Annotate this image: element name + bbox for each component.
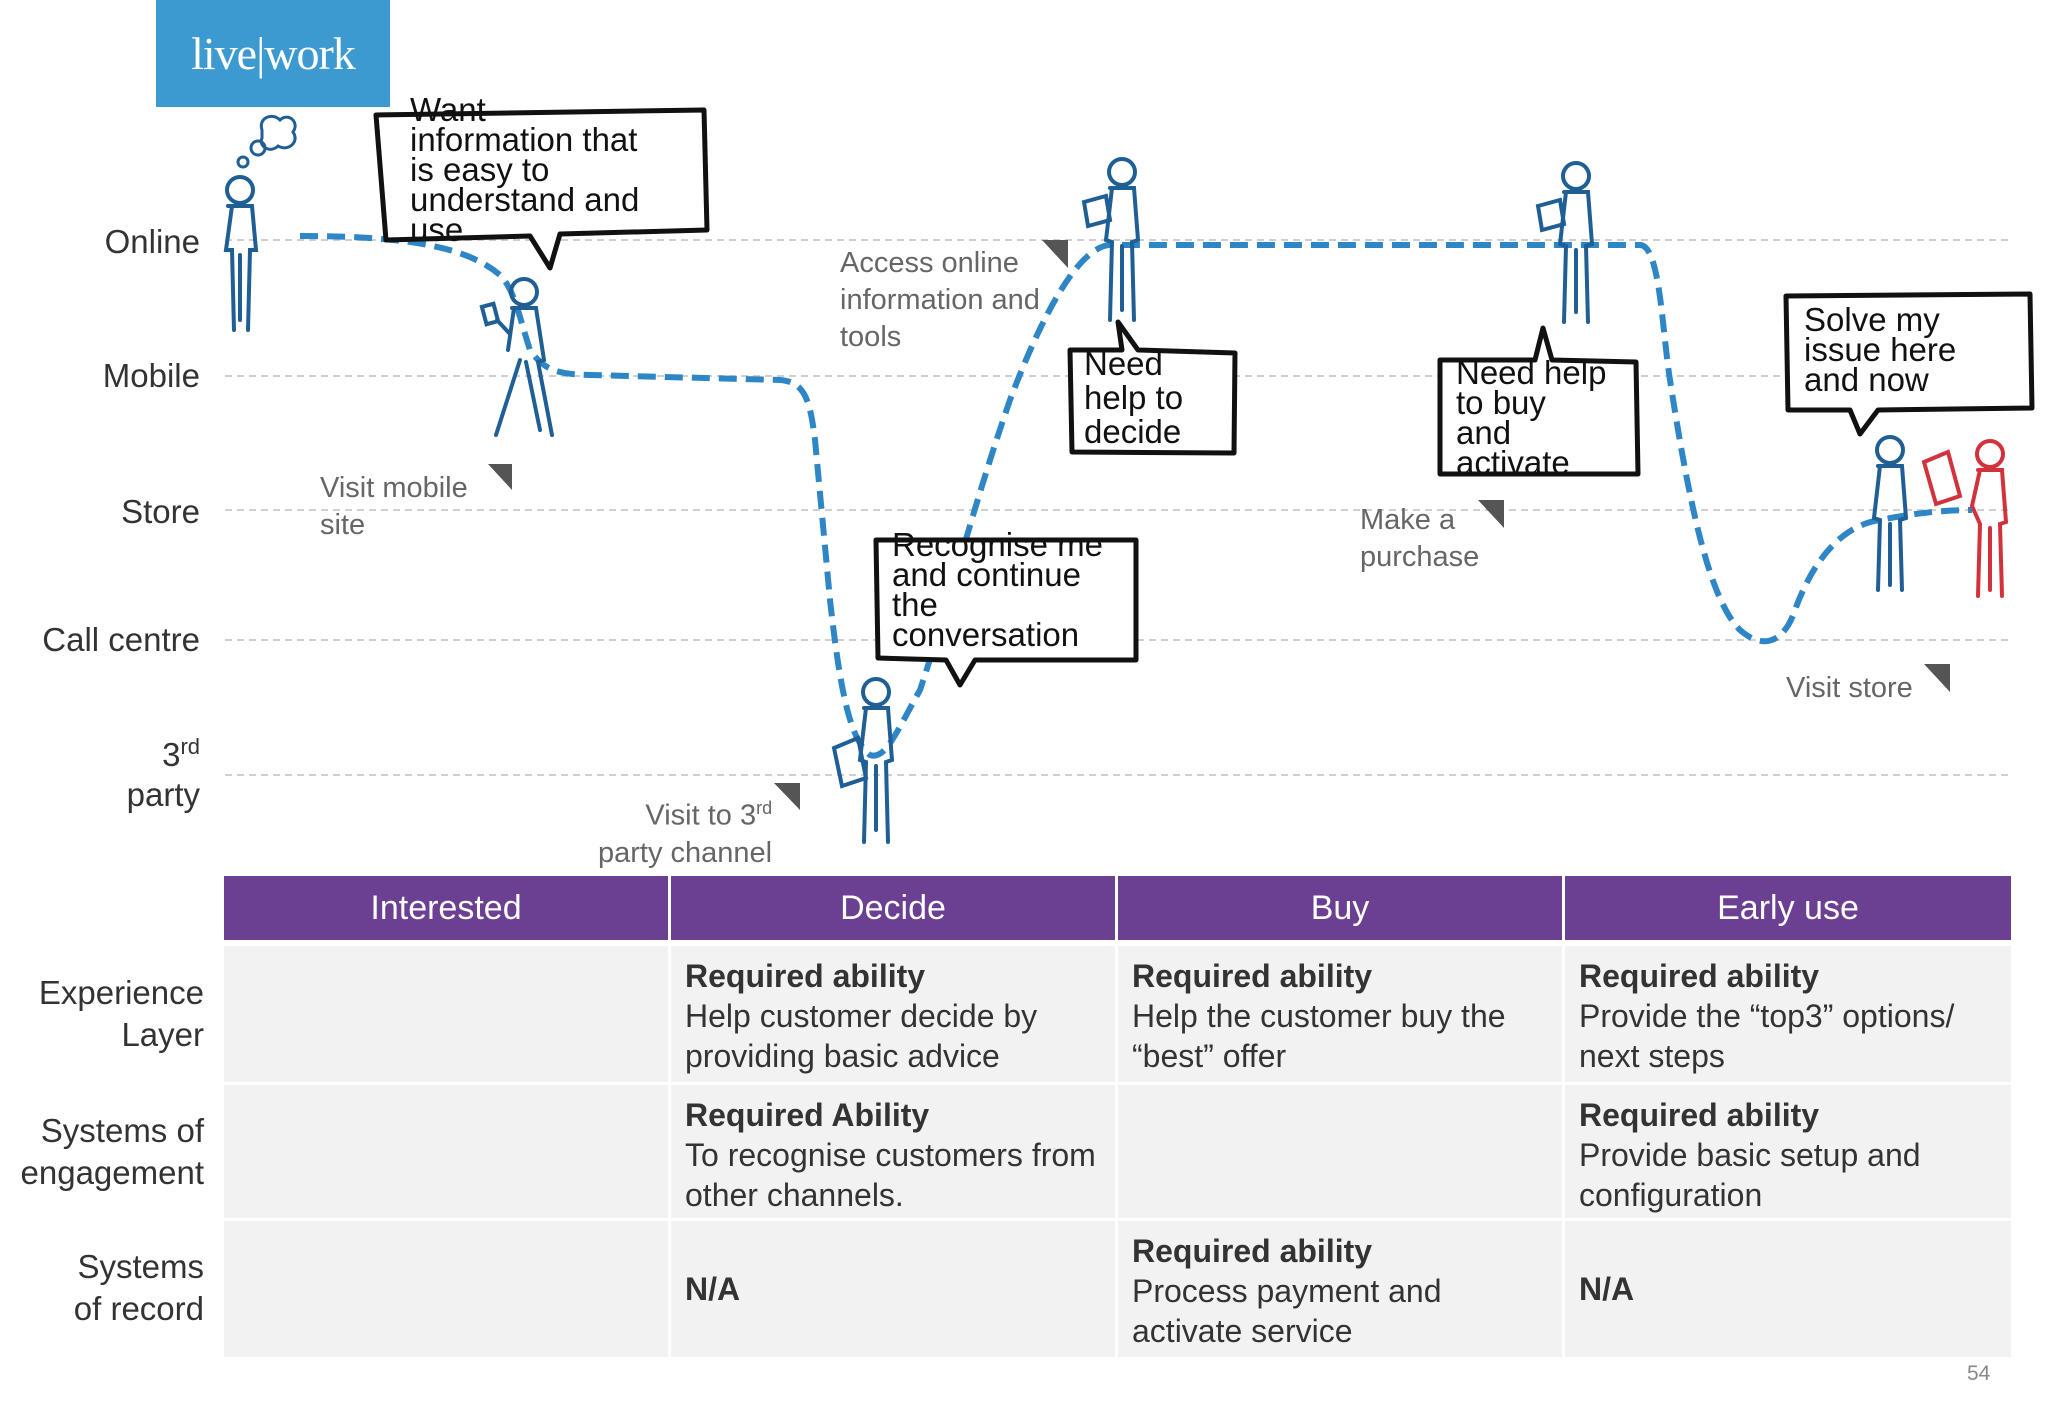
journey-path xyxy=(299,233,1973,759)
marker-visit-store xyxy=(1924,664,1950,692)
bubble-need-buy-shape xyxy=(1437,325,1641,477)
journey-diagram xyxy=(223,107,2035,844)
cell-heading: Required ability xyxy=(1132,958,1373,994)
cell-heading: Required ability xyxy=(685,958,926,994)
person-icon-online-thinking xyxy=(223,175,259,332)
note-visit-store: Visit store xyxy=(1786,672,1913,704)
cell-engagement-early-use: Required ability Provide basic setup and… xyxy=(1565,1085,2011,1218)
bubble-want-info-shape xyxy=(373,107,710,271)
marker-visit-mobile xyxy=(488,464,512,490)
cell-heading: Required ability xyxy=(1579,958,1820,994)
cell-experience-buy: Required ability Help the customer buy t… xyxy=(1118,946,1562,1082)
lane-label-online: Online xyxy=(104,223,200,260)
person-icon-mobile-walking xyxy=(479,277,554,437)
marker-visit-3rd xyxy=(774,783,800,810)
cell-heading: Required ability xyxy=(1132,1233,1373,1269)
cell-engagement-interested xyxy=(224,1085,668,1218)
note-corner-markers xyxy=(488,240,1950,810)
person-icon-third-party xyxy=(831,677,895,844)
bubble-need-decide-shape xyxy=(1067,319,1238,456)
cell-engagement-decide: Required Ability To recognise customers … xyxy=(671,1085,1115,1218)
person-icon-store-assistant xyxy=(1921,439,2009,598)
marker-access-online xyxy=(1042,240,1068,268)
person-icon-store-customer xyxy=(1871,435,1909,592)
cell-body: Help customer decide by providing basic … xyxy=(685,998,1038,1074)
cell-record-buy: Required ability Process payment and act… xyxy=(1118,1221,1562,1357)
cell-record-early-use: N/A xyxy=(1565,1221,2011,1357)
cell-engagement-buy xyxy=(1118,1085,1562,1218)
cell-experience-early-use: Required ability Provide the “top3” opti… xyxy=(1565,946,2011,1082)
lane-label-call-centre: Call centre xyxy=(42,621,200,658)
cell-experience-decide: Required ability Help customer decide by… xyxy=(671,946,1115,1082)
cell-experience-interested xyxy=(224,946,668,1082)
person-icon-online-laptop-decide xyxy=(1081,157,1141,322)
page-number: 54 xyxy=(1967,1362,1991,1385)
stage-header-decide: Decide xyxy=(671,876,1115,940)
bubble-solve-shape xyxy=(1783,291,2035,437)
cell-body: Provide the “top3” options/ next steps xyxy=(1579,998,1955,1074)
cell-body: Help the customer buy the “best” offer xyxy=(1132,998,1506,1074)
cell-heading: Required Ability xyxy=(685,1097,930,1133)
marker-make-purchase xyxy=(1478,500,1504,528)
bubble-recognise-shape xyxy=(873,537,1139,688)
person-icon-online-laptop-buy xyxy=(1535,161,1595,324)
stage-header-interested: Interested xyxy=(224,876,668,940)
cell-body: Process payment and activate service xyxy=(1132,1273,1442,1349)
cell-na-value: N/A xyxy=(1579,1271,1635,1307)
livework-logo: live|work xyxy=(156,0,390,107)
cell-record-interested xyxy=(224,1221,668,1357)
cell-record-decide: N/A xyxy=(671,1221,1115,1357)
cell-body: Provide basic setup and configuration xyxy=(1579,1137,1921,1213)
lane-label-store: Store xyxy=(121,493,200,530)
cell-body: To recognise customers from other channe… xyxy=(685,1137,1096,1213)
note-visit-third-party: Visit to 3rd party channel xyxy=(598,798,773,869)
stage-header-buy: Buy xyxy=(1118,876,1562,940)
thought-cloud-icon xyxy=(236,114,297,169)
lane-label-third-party: 3rd party xyxy=(126,734,200,813)
cell-heading: Required ability xyxy=(1579,1097,1820,1133)
stage-header-early-use: Early use xyxy=(1565,876,2011,940)
lane-label-mobile: Mobile xyxy=(102,357,200,394)
cell-na-value: N/A xyxy=(685,1271,741,1307)
speech-bubble-shapes xyxy=(373,107,2035,688)
